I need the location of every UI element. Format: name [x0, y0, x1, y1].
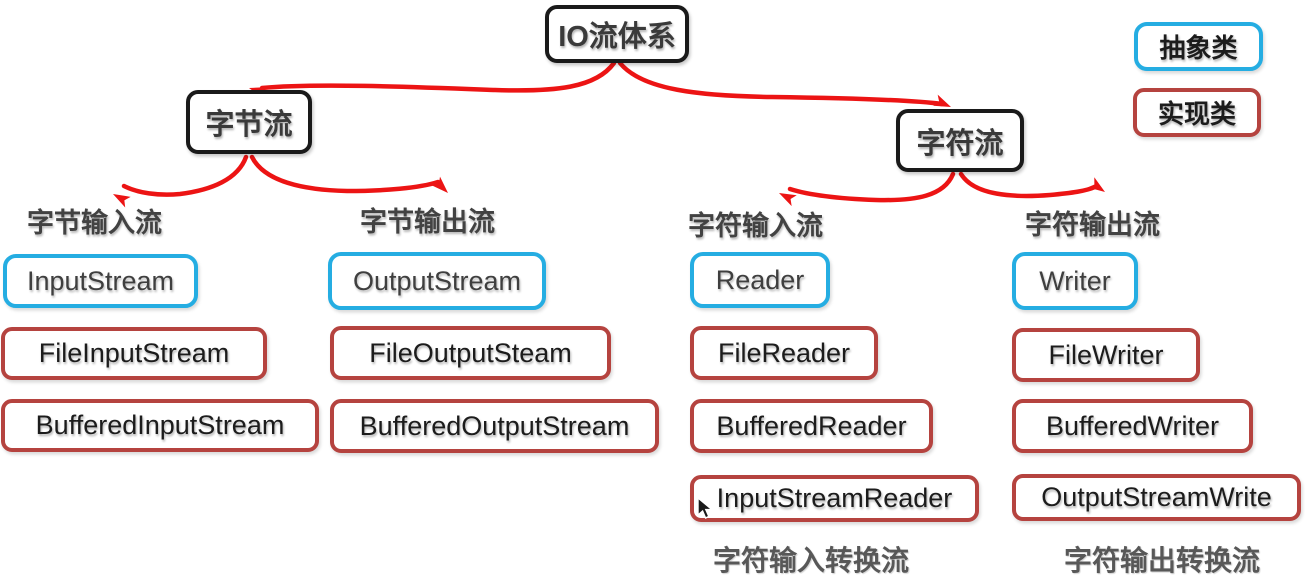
class-fileinputstream: FileInputStream	[1, 327, 267, 380]
heading-char-output-stream: 字符输出流	[1025, 210, 1160, 240]
legend-implementation-class-label: 实现类	[1157, 99, 1236, 129]
class-reader-label: Reader	[715, 264, 805, 295]
node-char-stream-label: 字符流	[916, 127, 1004, 160]
class-fileoutputsteam-label: FileOutputSteam	[369, 337, 572, 368]
class-inputstreamreader: InputStreamReader	[690, 475, 979, 522]
arrow-byte-to-output	[249, 154, 441, 194]
footnote-char-output-conversion: 字符输出转换流	[1064, 545, 1261, 576]
class-filereader: FileReader	[690, 326, 878, 380]
class-inputstream: InputStream	[3, 254, 198, 308]
arrow-byte-to-input	[121, 154, 249, 197]
footnote-char-input-conversion: 字符输入转换流	[713, 545, 910, 576]
class-inputstream-label: InputStream	[26, 265, 175, 296]
heading-byte-input-stream: 字节输入流	[27, 208, 162, 238]
mouse-cursor	[697, 497, 714, 519]
node-byte-stream: 字节流	[186, 90, 312, 154]
class-bufferedwriter: BufferedWriter	[1012, 399, 1253, 453]
class-writer-label: Writer	[1039, 265, 1111, 296]
class-filereader-label: FileReader	[717, 337, 851, 368]
class-filewriter: FileWriter	[1012, 328, 1200, 382]
heading-byte-output-stream: 字节输出流	[360, 207, 495, 237]
legend-abstract-class-label: 抽象类	[1159, 33, 1238, 63]
heading-char-input-stream: 字符输入流	[688, 211, 823, 241]
class-reader: Reader	[690, 252, 830, 308]
node-io-system-label: IO流体系	[558, 21, 676, 53]
class-bufferedinputstream-label: BufferedInputStream	[35, 410, 285, 440]
class-bufferedoutputstream: BufferedOutputStream	[330, 399, 659, 453]
class-fileinputstream-label: FileInputStream	[38, 338, 230, 368]
legend-implementation-class: 实现类	[1133, 88, 1261, 137]
arrow-char-to-output	[958, 171, 1098, 199]
node-byte-stream-label: 字节流	[205, 109, 293, 141]
arrow-char-to-input	[787, 171, 956, 203]
class-bufferedwriter-label: BufferedWriter	[1045, 410, 1220, 441]
class-inputstreamreader-label: InputStreamReader	[716, 483, 953, 513]
class-bufferedinputstream: BufferedInputStream	[1, 399, 319, 452]
class-outputstreamwrite: OutputStreamWrite	[1012, 474, 1301, 521]
class-outputstream-label: OutputStream	[352, 265, 522, 296]
legend-abstract-class: 抽象类	[1134, 22, 1263, 71]
class-outputstreamwrite-label: OutputStreamWrite	[1041, 482, 1272, 512]
class-bufferedreader-label: BufferedReader	[716, 410, 907, 441]
arrow-root-to-char	[617, 60, 945, 107]
class-writer: Writer	[1012, 252, 1138, 310]
arrow-root-to-byte	[259, 60, 617, 93]
class-fileoutputsteam: FileOutputSteam	[330, 326, 611, 380]
class-outputstream: OutputStream	[328, 252, 546, 310]
node-char-stream: 字符流	[896, 109, 1024, 172]
class-bufferedreader: BufferedReader	[690, 399, 933, 453]
node-io-system: IO流体系	[545, 5, 689, 63]
class-bufferedoutputstream-label: BufferedOutputStream	[359, 410, 630, 441]
class-filewriter-label: FileWriter	[1048, 339, 1164, 370]
